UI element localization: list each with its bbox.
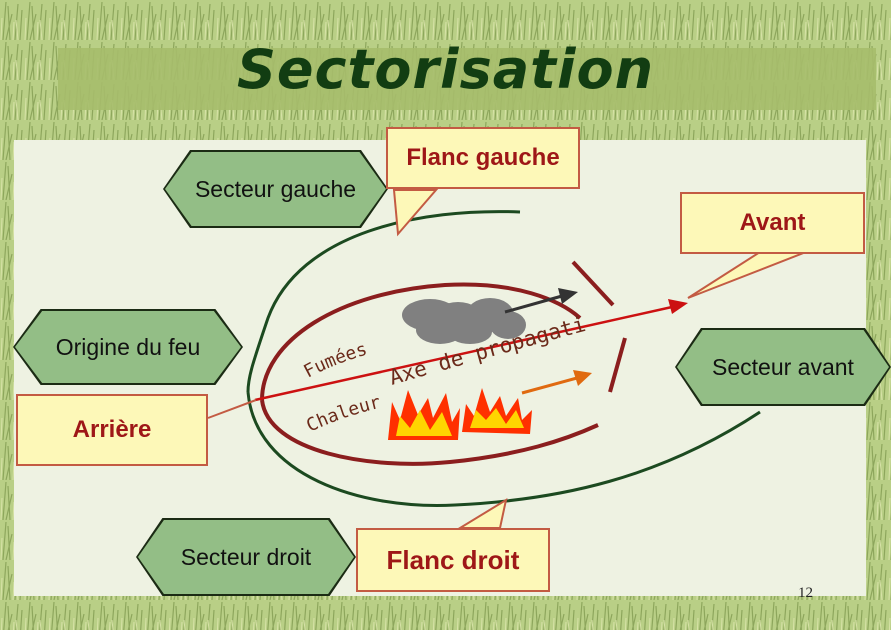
left-flank-callout: Flanc gauche — [386, 127, 580, 189]
page-title: Sectorisation — [0, 38, 891, 101]
sector-right-label: Secteur droit — [136, 518, 356, 596]
right-flank-callout: Flanc droit — [356, 528, 550, 592]
rear-callout: Arrière — [16, 394, 208, 466]
front-callout: Avant — [680, 192, 865, 254]
origin-label: Origine du feu — [13, 309, 243, 385]
sector-left-hexagon: Secteur gauche — [163, 150, 388, 228]
front-label: Avant — [740, 209, 806, 237]
left-flank-label: Flanc gauche — [406, 144, 559, 172]
page-number: 12 — [798, 585, 813, 602]
rear-label: Arrière — [73, 416, 152, 444]
grass-bottom-band — [0, 596, 891, 630]
sector-front-hexagon: Secteur avant — [675, 328, 891, 406]
right-flank-label: Flanc droit — [387, 545, 520, 576]
sector-right-hexagon: Secteur droit — [136, 518, 356, 596]
sector-left-label: Secteur gauche — [163, 150, 388, 228]
origin-hexagon: Origine du feu — [13, 309, 243, 385]
sector-front-label: Secteur avant — [675, 328, 891, 406]
